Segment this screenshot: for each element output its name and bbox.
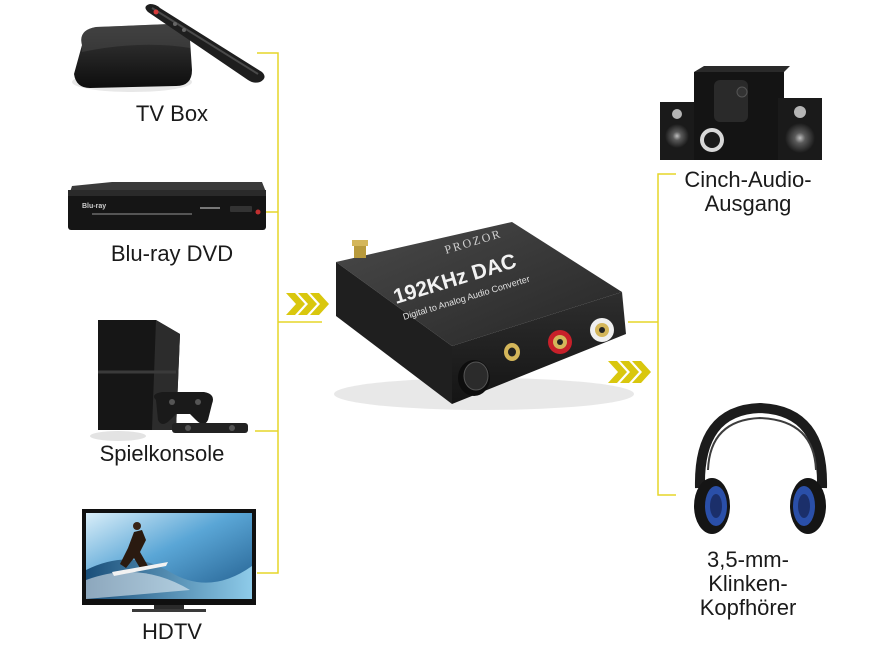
dac-converter-device: PROZOR 192KHz DAC Digital to Analog Audi…	[334, 222, 634, 410]
input-arrow-icon	[286, 293, 329, 315]
headphones-icon	[694, 402, 828, 534]
source-connector-lines	[255, 52, 322, 574]
output-arrow-icon	[608, 361, 651, 383]
speakers-icon	[660, 66, 822, 160]
output-connector-lines	[628, 173, 676, 496]
output-label-cinch: Cinch-Audio- Ausgang	[684, 167, 812, 216]
bluray-player-icon: Blu-ray	[68, 182, 266, 230]
source-label-bluray: Blu-ray DVD	[110, 241, 234, 266]
source-label-tv-box: TV Box	[135, 101, 209, 126]
source-label-hdtv: HDTV	[142, 619, 202, 644]
hdtv-icon	[82, 509, 256, 612]
game-console-icon	[90, 320, 248, 441]
output-label-headphones: 3,5-mm- Klinken- Kopfhörer	[699, 547, 797, 620]
svg-text:Blu-ray: Blu-ray	[82, 203, 106, 210]
source-label-console: Spielkonsole	[99, 441, 225, 466]
tv-box-icon	[72, 4, 265, 92]
